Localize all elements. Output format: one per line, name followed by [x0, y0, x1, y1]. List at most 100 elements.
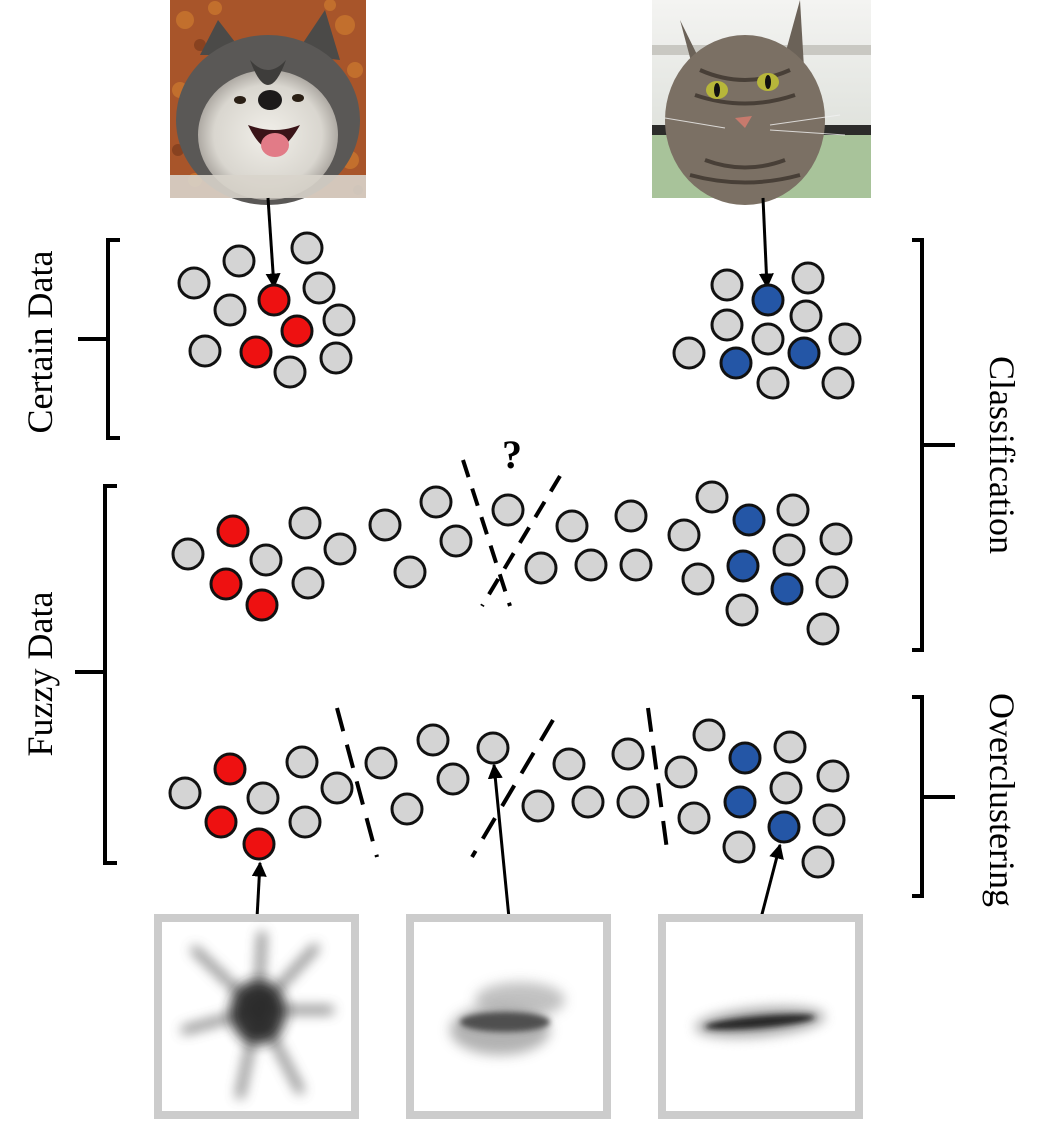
data-point — [773, 730, 807, 764]
data-point — [816, 759, 850, 793]
data-point-cat — [787, 336, 821, 370]
dog-arrow — [265, 197, 281, 289]
data-point — [801, 845, 835, 879]
data-point — [812, 803, 846, 837]
data-point — [288, 506, 322, 540]
data-point — [828, 322, 862, 356]
overclustering-split-lines — [335, 707, 670, 859]
classification-label: Classification — [982, 356, 1022, 554]
data-point-dog — [204, 805, 238, 839]
data-point — [574, 548, 608, 582]
data-point — [476, 731, 510, 765]
data-point — [439, 524, 473, 558]
overclustering-label: Overclustering — [982, 693, 1022, 907]
data-point — [288, 805, 322, 839]
data-point — [677, 801, 711, 835]
data-point — [616, 785, 650, 819]
overclustering-bracket — [912, 695, 955, 898]
certain-data-bracket — [78, 238, 120, 440]
data-point — [692, 718, 726, 752]
data-point — [769, 771, 803, 805]
data-point — [246, 781, 280, 815]
data-point-dog — [213, 752, 247, 786]
dog-photo — [170, 0, 366, 205]
starburst-image — [154, 914, 359, 1119]
data-point — [789, 299, 823, 333]
data-point — [302, 271, 336, 305]
data-point-dog — [216, 514, 250, 548]
cat-photo — [652, 0, 871, 205]
data-point — [249, 543, 283, 577]
starburst-arrow — [251, 861, 267, 919]
data-point-cat — [723, 785, 757, 819]
split-line — [470, 718, 555, 859]
data-point — [188, 334, 222, 368]
streak-image — [658, 914, 863, 1119]
fuzzy-data-label: Fuzzy Data — [20, 592, 60, 757]
data-point-dog — [239, 335, 273, 369]
fuzzy-data-bracket — [75, 484, 117, 865]
data-point — [710, 308, 744, 342]
data-point-cat — [726, 549, 760, 583]
data-point-cat — [770, 572, 804, 606]
data-point — [419, 485, 453, 519]
data-point — [751, 322, 785, 356]
data-point — [664, 755, 698, 789]
data-point — [521, 789, 555, 823]
data-point-cat — [767, 810, 801, 844]
data-point — [552, 747, 586, 781]
split-line — [480, 474, 562, 608]
certain-data-points — [177, 231, 862, 400]
split-line — [461, 459, 512, 607]
data-point — [393, 555, 427, 589]
overclustering-points — [168, 718, 850, 879]
data-point — [213, 293, 247, 327]
data-point — [273, 355, 307, 389]
data-point — [772, 533, 806, 567]
data-point — [291, 566, 325, 600]
question-mark: ? — [502, 432, 522, 477]
data-point — [168, 776, 202, 810]
data-point — [725, 593, 759, 627]
data-point — [815, 565, 849, 599]
classification-bracket — [912, 238, 955, 652]
data-point — [320, 771, 354, 805]
data-point — [819, 522, 853, 556]
data-point-cat — [751, 283, 785, 317]
data-point — [323, 532, 357, 566]
data-point — [756, 366, 790, 400]
data-point — [776, 493, 810, 527]
data-point-dog — [257, 283, 291, 317]
data-point — [319, 341, 353, 375]
data-point — [619, 548, 653, 582]
data-point — [524, 551, 558, 585]
blob-image — [406, 914, 611, 1119]
data-point — [681, 562, 715, 596]
data-point — [177, 266, 211, 300]
data-point-cat — [732, 503, 766, 537]
streak-arrow — [759, 843, 784, 919]
classification-points — [171, 480, 853, 646]
data-point-dog — [209, 567, 243, 601]
data-point — [171, 537, 205, 571]
data-point — [416, 723, 450, 757]
data-point-cat — [719, 346, 753, 380]
data-point — [222, 244, 256, 278]
data-point — [571, 785, 605, 819]
data-point — [285, 745, 319, 779]
data-point — [667, 518, 701, 552]
data-point — [611, 737, 645, 771]
cat-arrow — [758, 197, 774, 289]
data-point — [821, 366, 855, 400]
data-point — [806, 612, 840, 646]
classification-split-lines — [461, 459, 562, 608]
data-point — [390, 792, 424, 826]
data-point — [290, 231, 324, 265]
data-point-unlabeled — [491, 493, 525, 527]
data-point-cat — [728, 741, 762, 775]
split-line — [646, 707, 670, 858]
data-point — [672, 336, 706, 370]
split-line — [335, 707, 379, 858]
blob-arrow — [487, 763, 511, 919]
